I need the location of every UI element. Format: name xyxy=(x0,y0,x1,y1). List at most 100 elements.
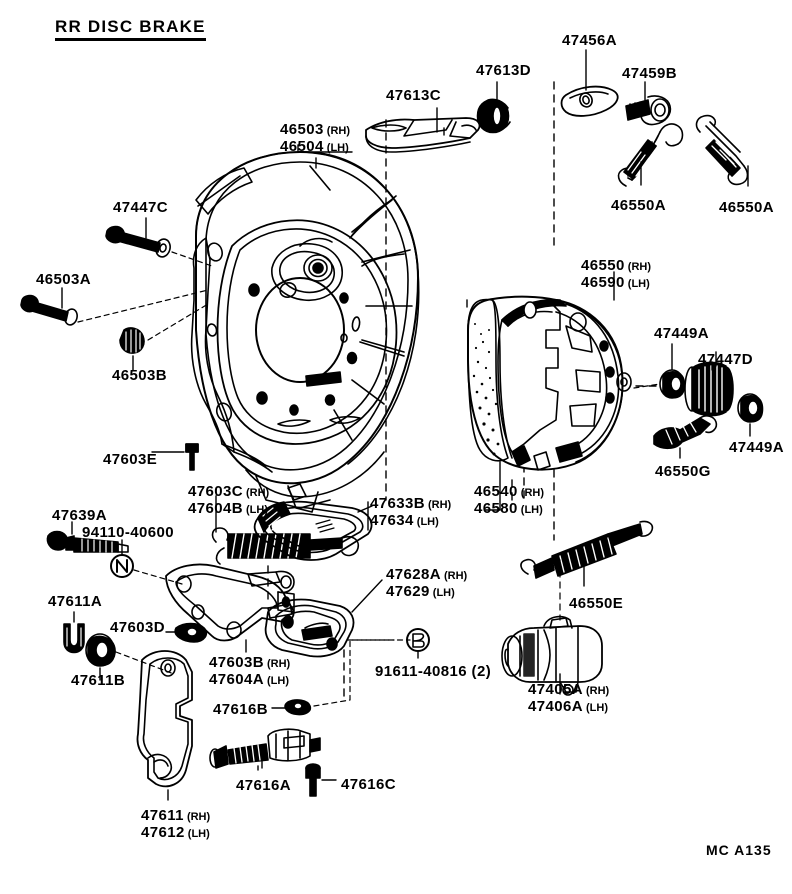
part-label-line: 91611-40816 (2) xyxy=(375,664,491,681)
part-side-suffix: (LH) xyxy=(263,675,289,687)
part-47616C-bolt xyxy=(305,763,321,797)
part-number: 46550E xyxy=(569,595,624,612)
part-47449A-washer-bottom xyxy=(737,393,764,423)
part-side-suffix: (RH) xyxy=(242,487,270,499)
sheet-code: MC A135 xyxy=(706,842,772,858)
part-46550A-spring-right xyxy=(695,114,749,186)
part-label-line: 47459B xyxy=(622,66,677,83)
part-46503-shoe-lever xyxy=(365,117,481,153)
part-side-suffix: (RH) xyxy=(517,487,544,499)
part-label-line: 47449A xyxy=(654,326,709,343)
part-side-suffix: (RH) xyxy=(323,125,350,137)
leader-dash-94110 xyxy=(133,569,183,585)
part-label-47459B: 47459B xyxy=(622,66,677,83)
leader-47633B xyxy=(357,505,373,513)
backing-plate-illustration xyxy=(190,151,420,513)
part-label-47613D: 47613D xyxy=(476,63,531,80)
part-label-line: 47604B (LH) xyxy=(188,501,269,518)
part-label-46550A-left: 46550A xyxy=(611,198,666,215)
part-label-47611A: 47611A xyxy=(48,594,102,611)
part-label-line: 47603B (RH) xyxy=(209,655,290,672)
part-number: 46550 xyxy=(581,257,625,274)
part-label-47616A: 47616A xyxy=(236,778,291,795)
part-number: 47633B xyxy=(370,495,425,512)
part-label-47603E: 47603E xyxy=(103,452,157,469)
part-label-line: 47612 (LH) xyxy=(141,825,210,842)
part-label-47639A: 47639A xyxy=(52,508,107,525)
leader-47628A xyxy=(351,579,383,613)
part-label-47456A: 47456A xyxy=(562,33,617,50)
part-label-46503-46504: 46503 (RH)46504 (LH) xyxy=(280,122,350,156)
part-label-47603C-47604B: 47603C (RH)47604B (LH) xyxy=(188,484,269,518)
part-label-line: 47611 (RH) xyxy=(141,808,210,825)
part-label-line: 47603D xyxy=(110,620,165,637)
part-47616B-clip xyxy=(284,699,312,716)
part-47628A-47629-anchor xyxy=(264,598,355,658)
part-label-46540-46580: 46540 (RH)46580 (LH) xyxy=(474,484,544,518)
part-number: 47639A xyxy=(52,507,107,524)
part-label-line: 47616C xyxy=(341,777,396,794)
part-label-line: 47447D xyxy=(698,352,753,369)
part-label-line: 47603C (RH) xyxy=(188,484,269,501)
part-number: 47613C xyxy=(386,87,441,104)
part-label-line: 46590 (LH) xyxy=(581,275,651,292)
part-46503B-bushing xyxy=(119,327,145,354)
part-label-47611-47612: 47611 (RH)47612 (LH) xyxy=(141,808,210,842)
part-number: 47613D xyxy=(476,62,531,79)
part-label-47447C: 47447C xyxy=(113,200,168,217)
part-label-line: 47611A xyxy=(48,594,102,611)
part-number: 46550G xyxy=(655,463,711,480)
part-label-47405A-47406A: 47405A (RH)47406A (LH) xyxy=(528,682,609,716)
part-label-line: 47634 (LH) xyxy=(370,513,451,530)
part-label-47449A-top: 47449A xyxy=(654,326,709,343)
part-label-46550E: 46550E xyxy=(569,596,623,613)
part-47611B-washer xyxy=(85,633,116,667)
part-number: 47447D xyxy=(698,351,753,368)
part-47611-47612-lever xyxy=(136,650,193,788)
part-number: 47616C xyxy=(341,776,396,793)
part-label-line: 47456A xyxy=(562,33,617,50)
part-label-47616B: 47616B xyxy=(213,702,268,719)
part-label-line: 46540 (RH) xyxy=(474,484,544,501)
part-label-line: 47613C xyxy=(386,88,441,105)
part-label-line: 46580 (LH) xyxy=(474,501,544,518)
part-side-suffix: (LH) xyxy=(184,828,210,840)
part-label-line: 47613D xyxy=(476,63,531,80)
part-side-suffix: (RH) xyxy=(582,685,610,697)
part-label-91611-40816: 91611-40816 (2) xyxy=(375,664,491,681)
part-47459B-bolt xyxy=(625,95,672,126)
part-label-47628A-47629: 47628A (RH)47629 (LH) xyxy=(386,567,467,601)
part-label-line: 46503B xyxy=(112,368,167,385)
part-46550-46590-brake-shoes xyxy=(467,295,632,471)
leader-dash-47616B xyxy=(313,639,411,707)
part-47603D-clip xyxy=(174,622,208,643)
part-94110-40600-nut xyxy=(110,554,134,578)
part-label-47613C: 47613C xyxy=(386,88,441,105)
part-47633B-47634-strut xyxy=(253,500,373,561)
part-number: 46504 xyxy=(280,138,324,155)
part-number: 46503B xyxy=(112,367,167,384)
part-number: 46550A xyxy=(611,197,666,214)
part-label-47616C: 47616C xyxy=(341,777,396,794)
part-side-suffix: (RH) xyxy=(440,570,468,582)
part-number: 47603C xyxy=(188,483,243,500)
part-number: 47406A xyxy=(528,698,583,715)
part-label-line: 47633B (RH) xyxy=(370,496,451,513)
part-side-suffix: (LH) xyxy=(582,702,608,714)
part-side-suffix: (LH) xyxy=(323,142,349,154)
part-label-line: 47628A (RH) xyxy=(386,567,467,584)
part-label-line: 47603E xyxy=(103,452,157,469)
page-title: RR DISC BRAKE xyxy=(55,18,206,41)
part-47603E-bolt xyxy=(185,443,199,471)
part-number: 47449A xyxy=(729,439,784,456)
part-label-46503A: 46503A xyxy=(36,272,91,289)
part-side-suffix: (LH) xyxy=(413,516,439,528)
part-side-suffix: (LH) xyxy=(517,504,543,516)
part-side-suffix: (LH) xyxy=(624,278,650,290)
part-number: 46590 xyxy=(581,274,625,291)
leader-dash-47447C xyxy=(171,251,213,267)
part-label-47633B-47634: 47633B (RH)47634 (LH) xyxy=(370,496,451,530)
part-number: 47611B xyxy=(71,672,126,689)
part-47447D-spring-sleeve xyxy=(684,361,734,417)
